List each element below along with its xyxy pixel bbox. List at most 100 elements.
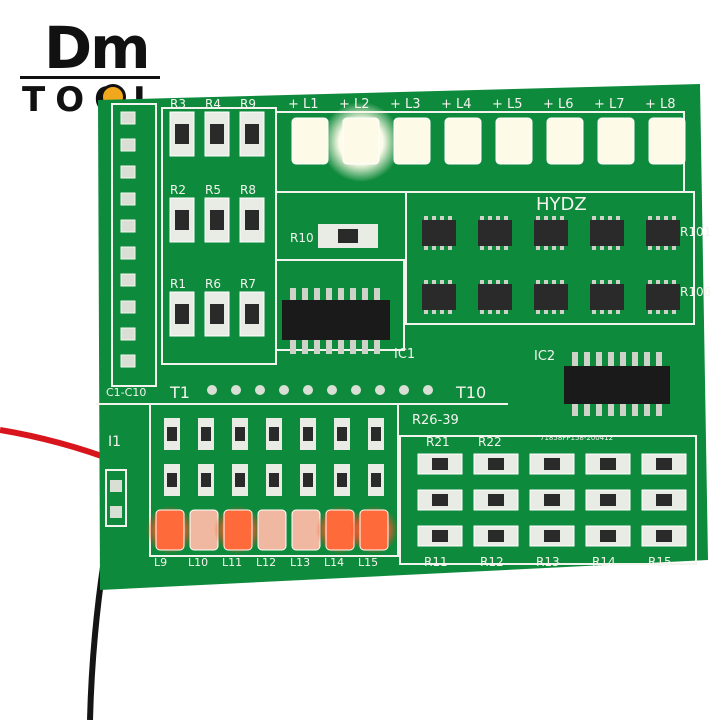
array-pin bbox=[552, 216, 556, 220]
test-pad bbox=[253, 383, 267, 397]
ic1-pin bbox=[302, 288, 308, 300]
ic1-label: IC1 bbox=[394, 347, 415, 362]
array-pin bbox=[488, 246, 492, 250]
i1-pad bbox=[110, 480, 122, 492]
array-pin bbox=[656, 246, 660, 250]
array-pin bbox=[432, 280, 436, 284]
array-pin bbox=[504, 310, 508, 314]
test-pad bbox=[421, 383, 435, 397]
array-pin bbox=[672, 310, 676, 314]
resistor-body bbox=[245, 210, 259, 230]
grid-resistor-body bbox=[600, 458, 616, 470]
white-led bbox=[546, 117, 584, 165]
test-pad bbox=[397, 383, 411, 397]
array-pin bbox=[424, 310, 428, 314]
date-code: 71858FP158-200412 bbox=[540, 434, 613, 442]
test-pad bbox=[373, 383, 387, 397]
array-pin bbox=[440, 246, 444, 250]
logo-divider bbox=[20, 76, 160, 79]
array-pin bbox=[432, 216, 436, 220]
small-resistor-body bbox=[371, 473, 381, 487]
bottom-r-label: R15 bbox=[648, 555, 672, 569]
array-pin bbox=[552, 280, 556, 284]
smd-resistor bbox=[239, 291, 265, 337]
array-pin bbox=[448, 280, 452, 284]
ic2-pin bbox=[596, 352, 602, 366]
red-led-label: L9 bbox=[154, 556, 167, 569]
i1-pad bbox=[110, 506, 122, 518]
ic2-label: IC2 bbox=[534, 349, 555, 364]
white-led bbox=[393, 117, 431, 165]
resistor-array bbox=[534, 284, 568, 310]
array-pin bbox=[648, 310, 652, 314]
array-pin bbox=[496, 280, 500, 284]
ic2-pin bbox=[608, 404, 614, 416]
array-pin bbox=[496, 310, 500, 314]
resistor-body bbox=[175, 210, 189, 230]
small-resistor-body bbox=[269, 427, 279, 441]
resistor-body bbox=[175, 304, 189, 324]
array-pin bbox=[496, 216, 500, 220]
grid-resistor-body bbox=[488, 530, 504, 542]
resistor-label: R6 bbox=[205, 277, 221, 291]
resistor-array bbox=[534, 220, 568, 246]
array-pin bbox=[536, 280, 540, 284]
array-pin bbox=[664, 280, 668, 284]
bottom-r-label: R14 bbox=[592, 555, 616, 569]
resistor-body bbox=[245, 304, 259, 324]
array-pin bbox=[656, 280, 660, 284]
ic2-pin bbox=[596, 404, 602, 416]
resistor-label: R8 bbox=[240, 183, 256, 197]
ic1-pin bbox=[374, 288, 380, 300]
array-pin bbox=[536, 310, 540, 314]
array-pin bbox=[440, 216, 444, 220]
small-resistor-body bbox=[235, 427, 245, 441]
t10-label: T10 bbox=[455, 383, 486, 402]
bottom-r-label: R12 bbox=[480, 555, 504, 569]
smd-resistor bbox=[204, 291, 230, 337]
resistor-label: R4 bbox=[205, 97, 221, 111]
array-pin bbox=[592, 280, 596, 284]
ic2-pin bbox=[620, 352, 626, 366]
resistor-label: R7 bbox=[240, 277, 256, 291]
grid-resistor-body bbox=[488, 494, 504, 506]
array-pin bbox=[656, 216, 660, 220]
resistor-body bbox=[175, 124, 189, 144]
resistor-label: R1 bbox=[170, 277, 186, 291]
resistor-body bbox=[245, 124, 259, 144]
ic2-pin bbox=[584, 404, 590, 416]
ic2-pin bbox=[572, 404, 578, 416]
led-label: + L1 bbox=[288, 97, 319, 112]
ic1-pin bbox=[314, 340, 320, 354]
led-label: + L8 bbox=[645, 97, 676, 112]
red-led-label: L10 bbox=[188, 556, 208, 569]
resistor-array bbox=[422, 284, 456, 310]
led-label: + L5 bbox=[492, 97, 523, 112]
array-pin bbox=[608, 280, 612, 284]
small-resistor-body bbox=[303, 473, 313, 487]
ic2-pin bbox=[584, 352, 590, 366]
array-pin bbox=[552, 310, 556, 314]
resistor-label: R5 bbox=[205, 183, 221, 197]
array-pin bbox=[592, 216, 596, 220]
small-resistor-body bbox=[167, 473, 177, 487]
left-pad bbox=[120, 111, 136, 125]
test-pad bbox=[229, 383, 243, 397]
array-pin bbox=[496, 246, 500, 250]
array-pin bbox=[536, 246, 540, 250]
resistor-array bbox=[422, 220, 456, 246]
white-led bbox=[597, 117, 635, 165]
array-pin bbox=[504, 246, 508, 250]
array-pin bbox=[504, 280, 508, 284]
ic2-pin bbox=[656, 404, 662, 416]
grid-resistor-body bbox=[656, 530, 672, 542]
red-led bbox=[223, 509, 253, 551]
ic1-pin bbox=[350, 340, 356, 354]
red-led bbox=[359, 509, 389, 551]
small-resistor-body bbox=[235, 473, 245, 487]
ic2-pin bbox=[644, 404, 650, 416]
array-pin bbox=[440, 310, 444, 314]
ic1-pin bbox=[326, 288, 332, 300]
array-pin bbox=[560, 310, 564, 314]
ic1-pin bbox=[362, 340, 368, 354]
